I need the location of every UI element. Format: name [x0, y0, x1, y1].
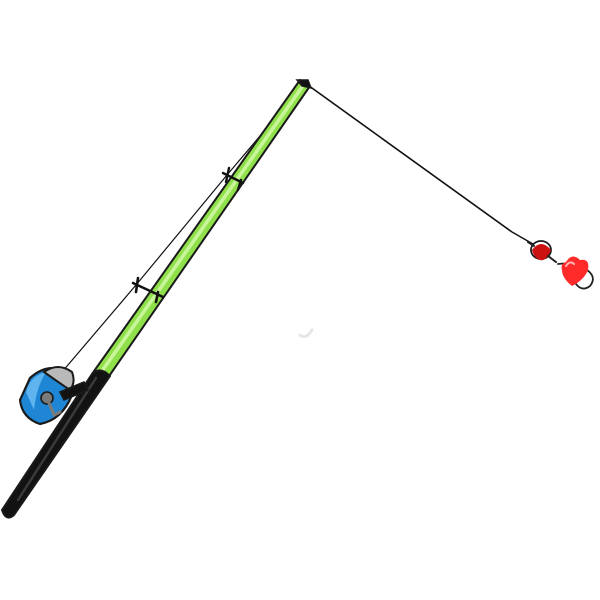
rod-guide-upper [221, 166, 245, 192]
bait [557, 256, 594, 290]
bait-body [561, 256, 589, 286]
rod-guides [131, 166, 245, 304]
fishing-line [304, 82, 513, 233]
rod-tip [295, 79, 313, 90]
rod-guide-lower [131, 276, 165, 304]
reel-cap [42, 366, 75, 392]
faint-mark [298, 328, 314, 339]
reel-shade [26, 372, 46, 410]
rod-highlight [97, 84, 305, 377]
bobber-red [532, 244, 551, 261]
handle-shine [16, 376, 98, 502]
bobber-stem [527, 241, 557, 263]
reel-crank-handle [45, 396, 62, 418]
reel [18, 366, 90, 426]
bobber [527, 240, 557, 263]
bait-shine [565, 261, 575, 267]
reel-foot [58, 380, 90, 402]
